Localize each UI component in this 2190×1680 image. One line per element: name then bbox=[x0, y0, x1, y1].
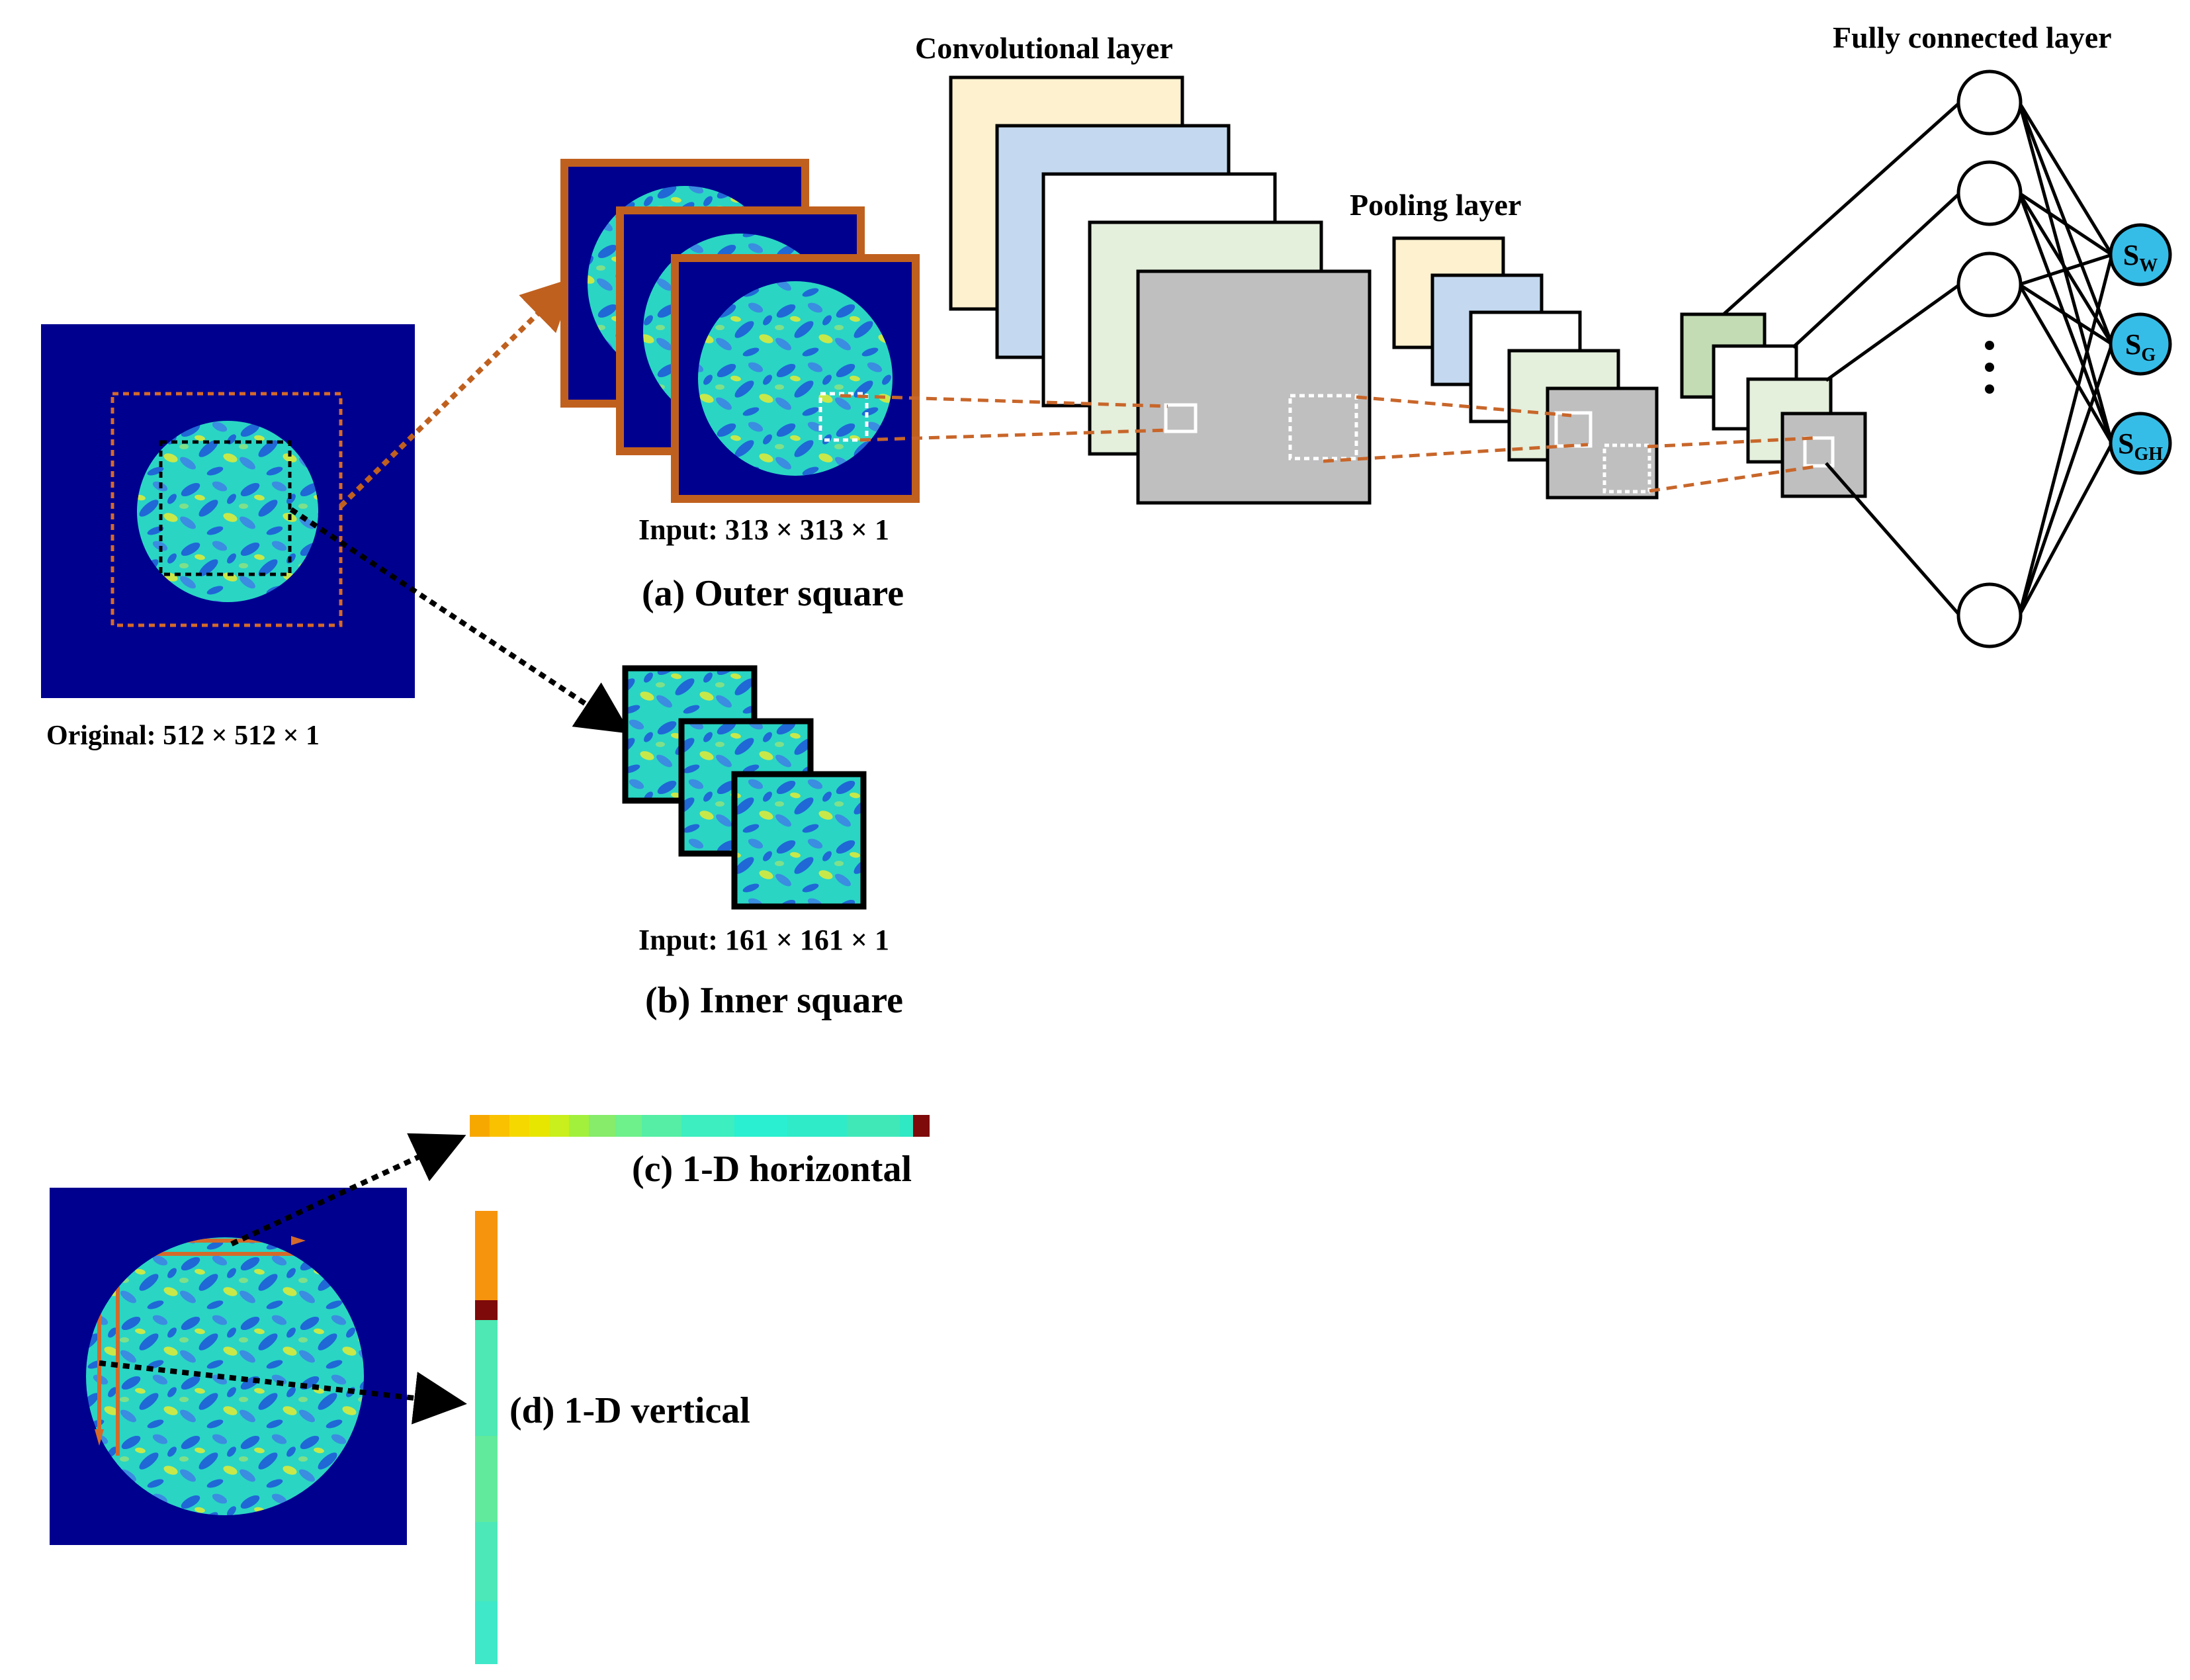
inner-square-outline bbox=[159, 440, 292, 576]
original-image bbox=[41, 324, 415, 698]
proj-pool-second-top bbox=[1647, 436, 1814, 449]
svg-text:SW: SW bbox=[2123, 239, 2158, 276]
vertical-caption: (d) 1-D vertical bbox=[509, 1390, 750, 1431]
outer-input-label: Input: 313 × 313 × 1 bbox=[638, 513, 889, 546]
hidden-node bbox=[1956, 69, 2023, 136]
conv-pool-window bbox=[1288, 394, 1358, 461]
svg-text:SGH: SGH bbox=[2118, 427, 2163, 464]
ellipsis-dots bbox=[1985, 341, 1994, 394]
output-node-sw bbox=[2109, 223, 2172, 287]
hidden-node bbox=[1956, 160, 2023, 226]
arrow-to-outer bbox=[339, 277, 576, 508]
arrow-to-horizontal bbox=[230, 1133, 466, 1247]
kernel-window bbox=[818, 392, 869, 442]
proj-conv-pool-bottom bbox=[1323, 443, 1589, 463]
second-feature-stack bbox=[1680, 312, 1867, 498]
inner-square-stack bbox=[622, 665, 867, 910]
arrow-to-inner bbox=[289, 507, 631, 734]
inner-input-label: Input: 161 × 161 × 1 bbox=[638, 924, 889, 956]
outer-square-outline bbox=[110, 392, 343, 627]
original-size-label: Original: 512 × 512 × 1 bbox=[46, 721, 320, 751]
outer-square-stack bbox=[560, 159, 920, 503]
output-node-sg bbox=[2109, 312, 2172, 376]
horizontal-vector bbox=[470, 1115, 930, 1137]
output-sg-sub: G bbox=[2141, 345, 2156, 365]
output-sgh-base: S bbox=[2118, 427, 2134, 460]
output-nodes: SW SG SGH bbox=[2109, 223, 2172, 475]
pool-next-window bbox=[1602, 443, 1651, 494]
inner-square-caption: (b) Inner square bbox=[645, 980, 903, 1021]
outer-square-caption: (a) Outer square bbox=[642, 573, 904, 614]
output-sg-base: S bbox=[2125, 328, 2141, 361]
arrow-to-vertical bbox=[99, 1360, 467, 1425]
fc-layer-title: Fully connected layer bbox=[1833, 21, 2112, 54]
bottom-original-image bbox=[50, 1188, 407, 1545]
pooling-layer-title: Pooling layer bbox=[1350, 188, 1521, 222]
conv-receptive-field bbox=[1164, 403, 1198, 433]
fc-hidden-nodes bbox=[1956, 69, 2023, 648]
conv-layer-stack bbox=[949, 75, 1372, 505]
hidden-node bbox=[1956, 251, 2023, 318]
conv-layer-title: Convolutional layer bbox=[915, 31, 1173, 65]
second-receptive-field bbox=[1803, 436, 1835, 468]
output-sgh-sub: GH bbox=[2134, 444, 2163, 464]
output-node-sgh bbox=[2109, 412, 2172, 475]
proj-input-conv-top bbox=[840, 394, 1168, 408]
proj-pool-second-bottom bbox=[1649, 464, 1817, 493]
proj-conv-pool-top bbox=[1356, 395, 1572, 418]
output-sw-sub: W bbox=[2139, 255, 2158, 276]
fc-connections bbox=[1722, 101, 2114, 617]
vertical-vector bbox=[475, 1211, 498, 1664]
output-sw-base: S bbox=[2123, 239, 2139, 271]
svg-text:SG: SG bbox=[2125, 328, 2156, 365]
horizontal-caption: (c) 1-D horizontal bbox=[632, 1149, 912, 1190]
hidden-node bbox=[1956, 582, 2023, 648]
pooling-layer-stack bbox=[1392, 236, 1659, 500]
